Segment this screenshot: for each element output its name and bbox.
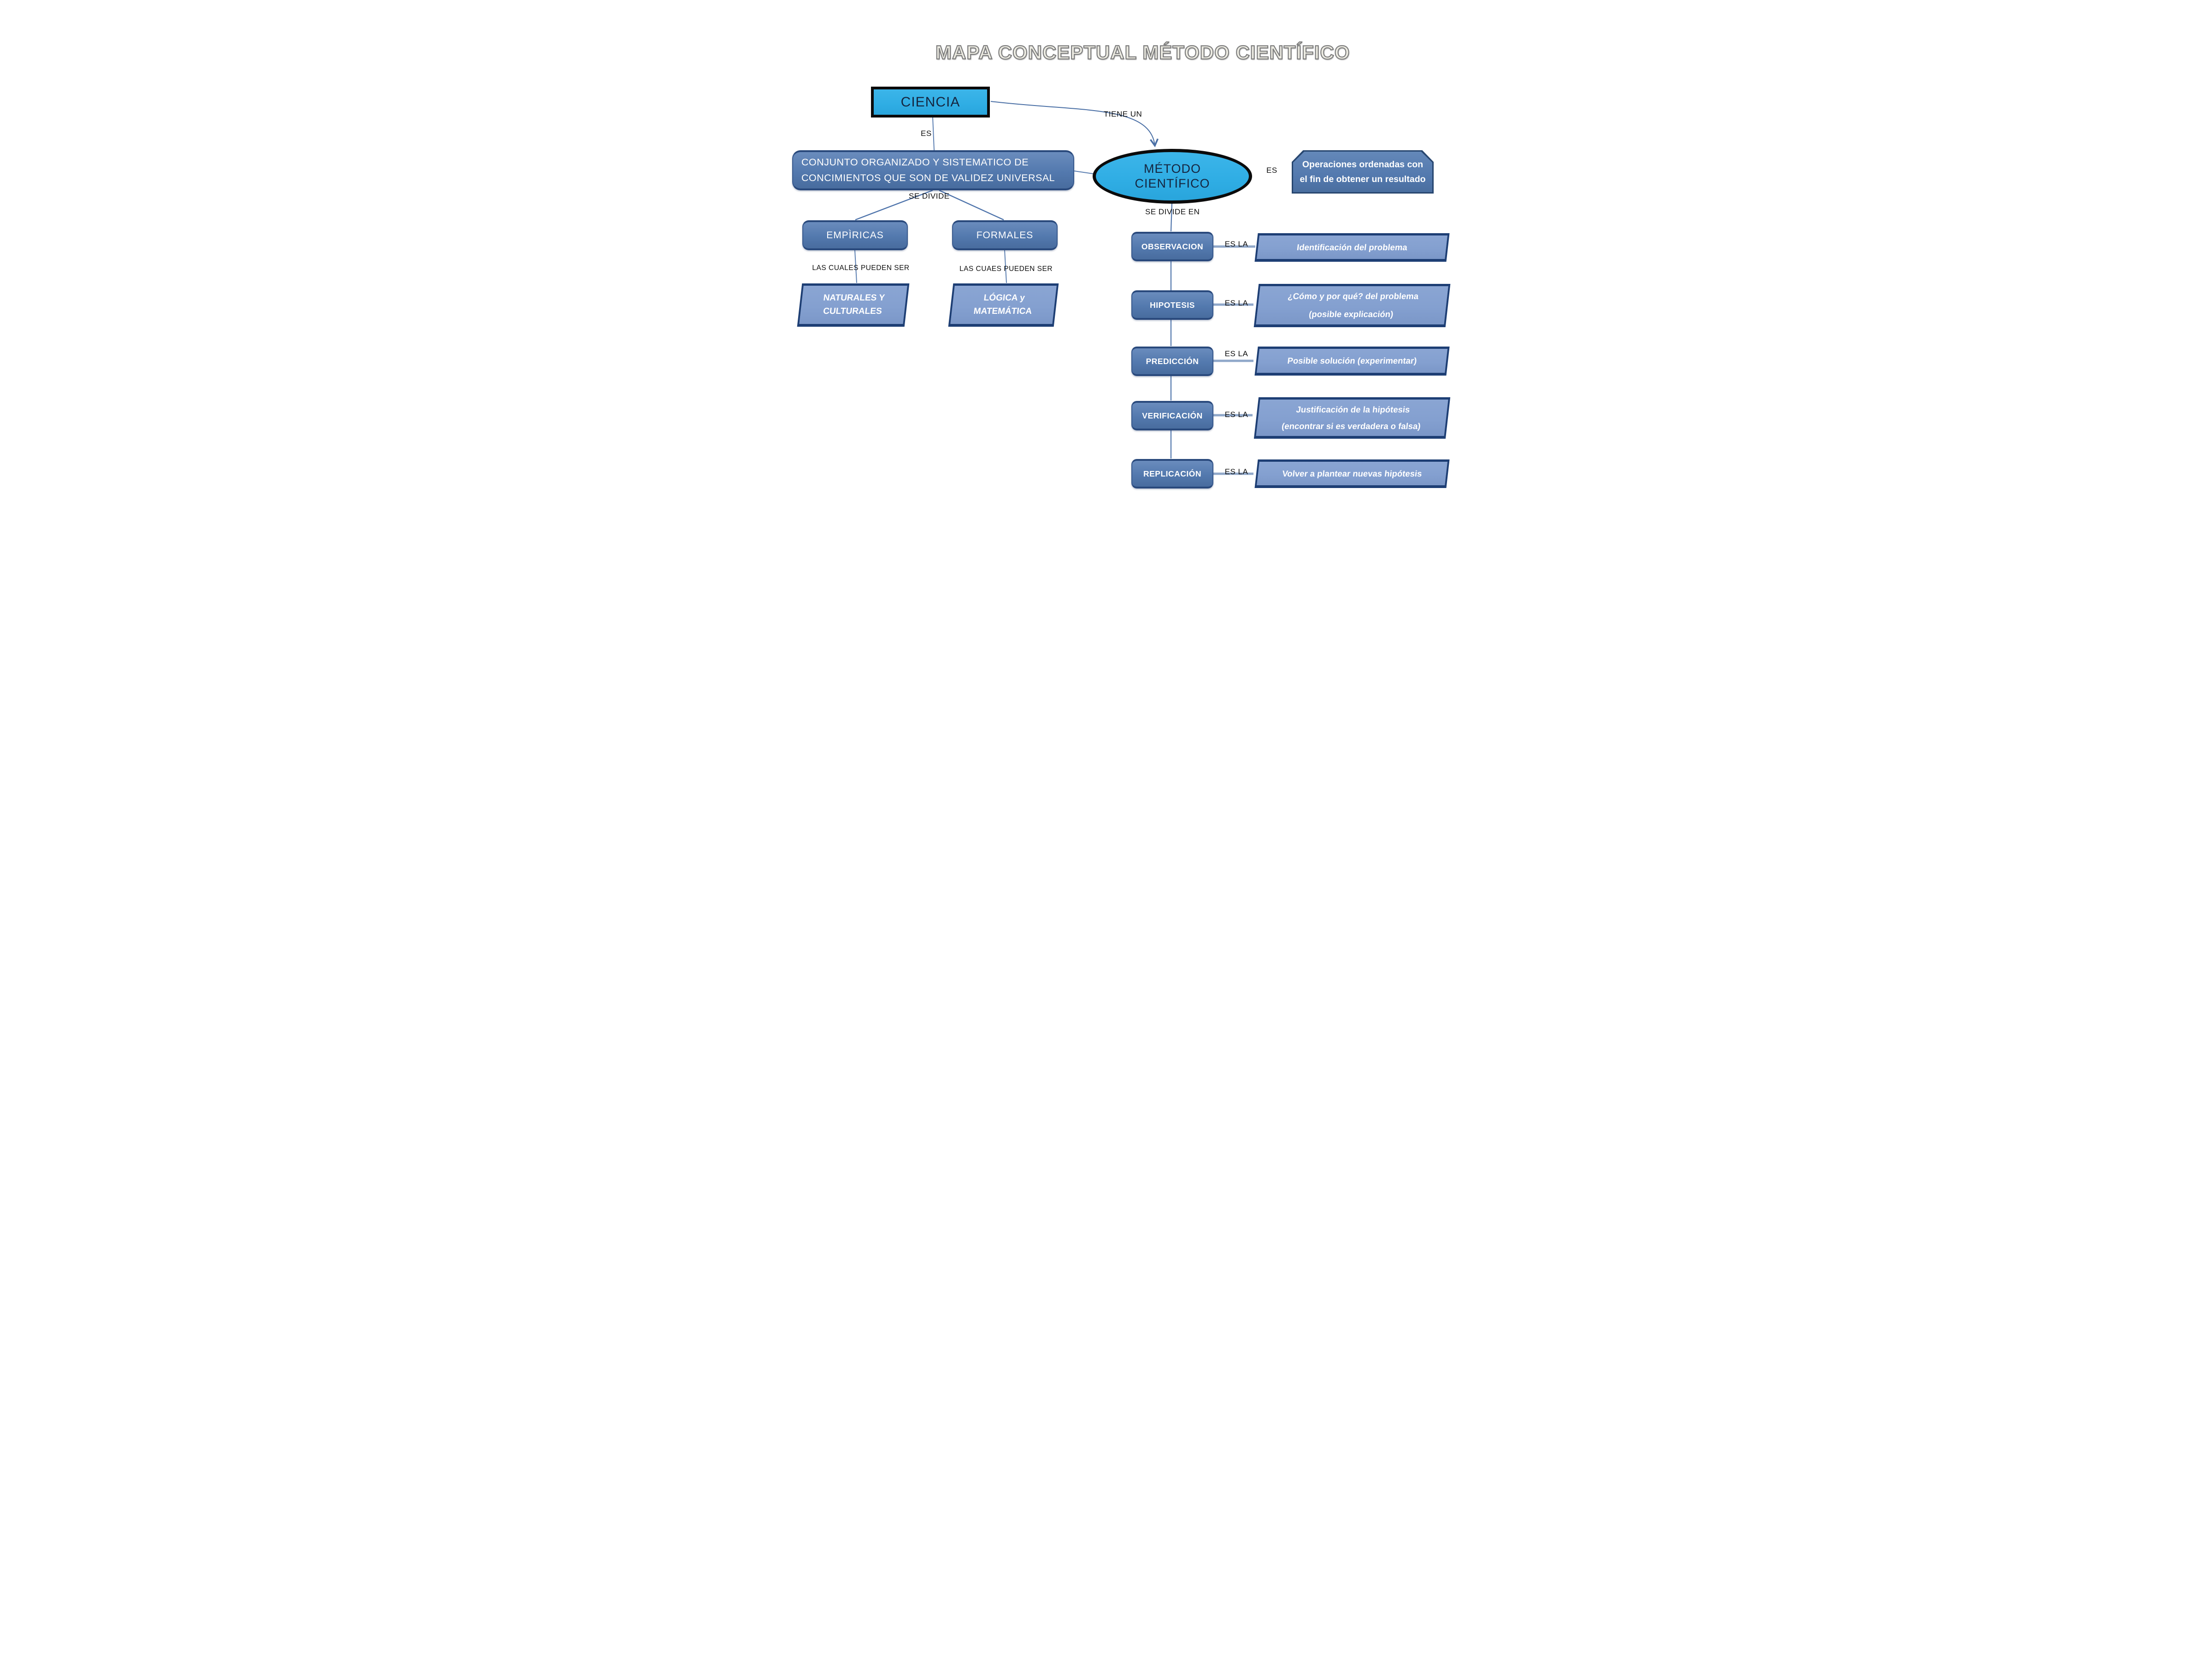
- definicion-metodo-line1: Operaciones ordenadas con: [1302, 159, 1424, 170]
- step-prediccion-label: PREDICCIÓN: [1146, 356, 1199, 366]
- page-title: MAPA CONCEPTUAL MÉTODO CIENTÍFICO: [935, 41, 1350, 64]
- metodo-text: MÉTODO CIENTÍFICO: [1135, 162, 1210, 190]
- node-step-observacion: OBSERVACION: [1131, 232, 1213, 261]
- edge-label-es-ciencia: ES: [921, 129, 932, 138]
- node-empiricas-label: EMPÌRICAS: [826, 229, 884, 241]
- step-verificacion-label: VERIFICACIÓN: [1142, 411, 1203, 420]
- node-formales-label: FORMALES: [976, 229, 1034, 241]
- step-observacion-label: OBSERVACION: [1141, 241, 1204, 251]
- node-logica-matematica: LÓGICA y MATEMÁTICA: [948, 283, 1059, 327]
- node-empiricas: EMPÌRICAS: [802, 220, 908, 250]
- result-verificacion-line2: (encontrar si es verdadera o falsa): [1281, 421, 1421, 431]
- result-prediccion-line1: Posible solución (experimentar): [1287, 356, 1418, 365]
- node-result-replicacion: Volver a plantear nuevas hipótesis: [1254, 459, 1450, 488]
- edge-label-las-cuales: LAS CUALES PUEDEN SER: [812, 264, 910, 272]
- node-metodo-cientifico: MÉTODO CIENTÍFICO: [1093, 149, 1252, 204]
- node-step-verificacion: VERIFICACIÓN: [1131, 401, 1213, 430]
- logica-line2: MATEMÁTICA: [973, 306, 1033, 316]
- node-result-hipotesis: ¿Cómo y por qué? del problema (posible e…: [1253, 284, 1451, 327]
- result-verificacion-line1: Justificación de la hipótesis: [1295, 405, 1411, 415]
- definicion-ciencia-line2: CONCIMIENTOS QUE SON DE VALIDEZ UNIVERSA…: [801, 172, 1055, 183]
- naturales-line1: NATURALES Y: [823, 293, 886, 303]
- metodo-line1: MÉTODO: [1143, 162, 1201, 176]
- result-replicacion-line1: Volver a plantear nuevas hipótesis: [1282, 468, 1423, 478]
- node-step-hipotesis: HIPOTESIS: [1131, 290, 1213, 320]
- edge-label-se-divide: SE DIVIDE: [909, 192, 950, 200]
- node-definicion-metodo: Operaciones ordenadas con el fin de obte…: [1292, 150, 1434, 194]
- edge-label-es-la-1: ES LA: [1224, 240, 1248, 248]
- step-replicacion-label: REPLICACIÓN: [1143, 469, 1202, 478]
- edge-label-es-la-5: ES LA: [1224, 467, 1248, 476]
- concept-map-canvas: MAPA CONCEPTUAL MÉTODO CIENTÍFICO CIENCI…: [737, 0, 1475, 553]
- node-definicion-ciencia: CONJUNTO ORGANIZADO Y SISTEMATICO DE CON…: [792, 150, 1074, 190]
- node-ciencia: CIENCIA: [871, 87, 990, 118]
- node-result-prediccion: Posible solución (experimentar): [1254, 347, 1450, 376]
- result-hipotesis-line2: (posible explicación): [1308, 309, 1394, 319]
- node-step-prediccion: PREDICCIÓN: [1131, 347, 1213, 376]
- definicion-metodo-line2: el fin de obtener un resultado: [1300, 174, 1426, 184]
- result-hipotesis-line1: ¿Cómo y por qué? del problema: [1287, 291, 1419, 301]
- node-result-observacion: Identificación del problema: [1254, 233, 1450, 262]
- edge-label-es-la-2: ES LA: [1224, 299, 1248, 307]
- definicion-ciencia-line1: CONJUNTO ORGANIZADO Y SISTEMATICO DE: [801, 157, 1029, 168]
- definicion-metodo-text: Operaciones ordenadas con el fin de obte…: [1293, 152, 1432, 192]
- naturales-line2: CULTURALES: [823, 306, 882, 316]
- edge-label-es-metodo: ES: [1266, 166, 1277, 175]
- step-hipotesis-label: HIPOTESIS: [1150, 300, 1195, 310]
- edge-label-se-divide-en: SE DIVIDE EN: [1145, 207, 1200, 216]
- node-naturales-culturales: NATURALES Y CULTURALES: [797, 283, 910, 327]
- result-observacion-line1: Identificación del problema: [1296, 242, 1408, 252]
- edge-label-las-cuaes: LAS CUAES PUEDEN SER: [959, 265, 1053, 273]
- definicion-ciencia-text: CONJUNTO ORGANIZADO Y SISTEMATICO DE CON…: [801, 155, 1055, 186]
- edge-label-es-la-4: ES LA: [1224, 410, 1248, 419]
- edge-label-tiene-un: TIENE UN: [1104, 110, 1142, 118]
- node-step-replicacion: REPLICACIÓN: [1131, 459, 1213, 488]
- metodo-line2: CIENTÍFICO: [1135, 176, 1210, 190]
- node-formales: FORMALES: [952, 220, 1058, 250]
- edge-label-es-la-3: ES LA: [1224, 349, 1248, 358]
- connector-lines: [854, 101, 1255, 475]
- logica-line1: LÓGICA y: [983, 293, 1025, 303]
- node-result-verificacion: Justificación de la hipótesis (encontrar…: [1253, 397, 1451, 439]
- node-ciencia-label: CIENCIA: [900, 94, 960, 110]
